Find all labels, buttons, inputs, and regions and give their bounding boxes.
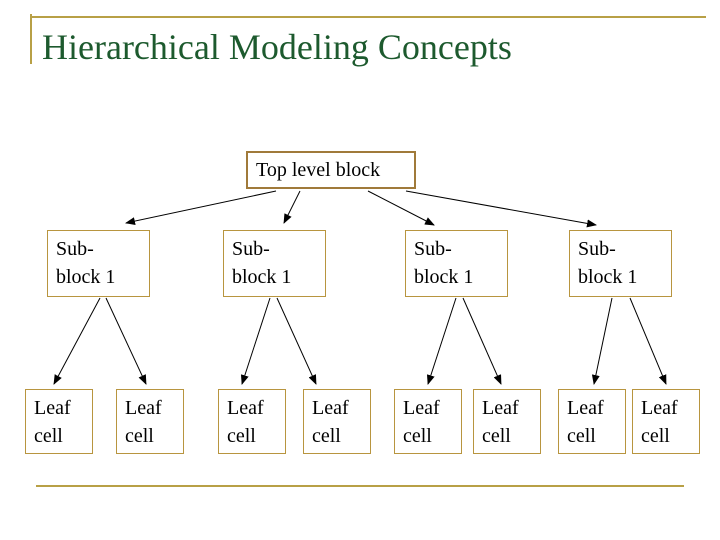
top-level-block-label: Top level block xyxy=(256,159,381,181)
leaf-cell-5: Leaf cell xyxy=(394,389,462,454)
leaf-cell-label-line1: Leaf xyxy=(312,397,349,419)
leaf-cell-label-line1: Leaf xyxy=(482,397,519,419)
connector-sub-4-to-leaf-8 xyxy=(629,297,667,385)
sub-block-label-line2: block 1 xyxy=(414,266,474,288)
leaf-cell-label-line2: cell xyxy=(482,425,511,447)
leaf-cell-8: Leaf cell xyxy=(632,389,700,454)
connector-top-to-sub-4 xyxy=(405,190,597,228)
leaf-cell-label-line2: cell xyxy=(125,425,154,447)
top-level-block: Top level block xyxy=(246,151,416,189)
sub-block-label-line1: Sub- xyxy=(578,238,616,260)
leaf-cell-label-line1: Leaf xyxy=(34,397,71,419)
leaf-cell-label-line2: cell xyxy=(567,425,596,447)
leaf-cell-label-line2: cell xyxy=(312,425,341,447)
leaf-cell-label-line2: cell xyxy=(403,425,432,447)
decorative-vertical-rule xyxy=(30,14,32,64)
connector-top-to-sub-2 xyxy=(283,190,301,224)
connector-top-to-sub-1 xyxy=(125,190,277,226)
leaf-cell-label-line2: cell xyxy=(34,425,63,447)
sub-block-label-line1: Sub- xyxy=(414,238,452,260)
leaf-cell-label-line1: Leaf xyxy=(641,397,678,419)
sub-block-label-line1: Sub- xyxy=(232,238,270,260)
sub-block-label-line1: Sub- xyxy=(56,238,94,260)
connector-sub-4-to-leaf-7 xyxy=(591,297,613,385)
sub-block-3: Sub- block 1 xyxy=(405,230,508,297)
leaf-cell-label-line1: Leaf xyxy=(125,397,162,419)
sub-block-label-line2: block 1 xyxy=(578,266,638,288)
connector-sub-1-to-leaf-1 xyxy=(53,297,101,385)
connector-sub-2-to-leaf-3 xyxy=(240,297,271,385)
decorative-top-rule xyxy=(30,16,706,18)
connector-sub-2-to-leaf-4 xyxy=(276,297,317,385)
leaf-cell-7: Leaf cell xyxy=(558,389,626,454)
leaf-cell-label-line1: Leaf xyxy=(227,397,264,419)
sub-block-label-line2: block 1 xyxy=(56,266,116,288)
leaf-cell-3: Leaf cell xyxy=(218,389,286,454)
sub-block-2: Sub- block 1 xyxy=(223,230,326,297)
sub-block-label-line2: block 1 xyxy=(232,266,292,288)
leaf-cell-6: Leaf cell xyxy=(473,389,541,454)
connector-sub-1-to-leaf-2 xyxy=(105,297,147,385)
decorative-bottom-rule xyxy=(36,485,684,487)
leaf-cell-label-line1: Leaf xyxy=(403,397,440,419)
connector-sub-3-to-leaf-5 xyxy=(426,297,457,385)
leaf-cell-label-line2: cell xyxy=(227,425,256,447)
leaf-cell-label-line2: cell xyxy=(641,425,670,447)
sub-block-1: Sub- block 1 xyxy=(47,230,150,297)
connector-top-to-sub-3 xyxy=(367,190,435,226)
leaf-cell-4: Leaf cell xyxy=(303,389,371,454)
leaf-cell-label-line1: Leaf xyxy=(567,397,604,419)
sub-block-4: Sub- block 1 xyxy=(569,230,672,297)
slide-title: Hierarchical Modeling Concepts xyxy=(42,27,512,67)
connector-sub-3-to-leaf-6 xyxy=(462,297,502,385)
leaf-cell-1: Leaf cell xyxy=(25,389,93,454)
leaf-cell-2: Leaf cell xyxy=(116,389,184,454)
